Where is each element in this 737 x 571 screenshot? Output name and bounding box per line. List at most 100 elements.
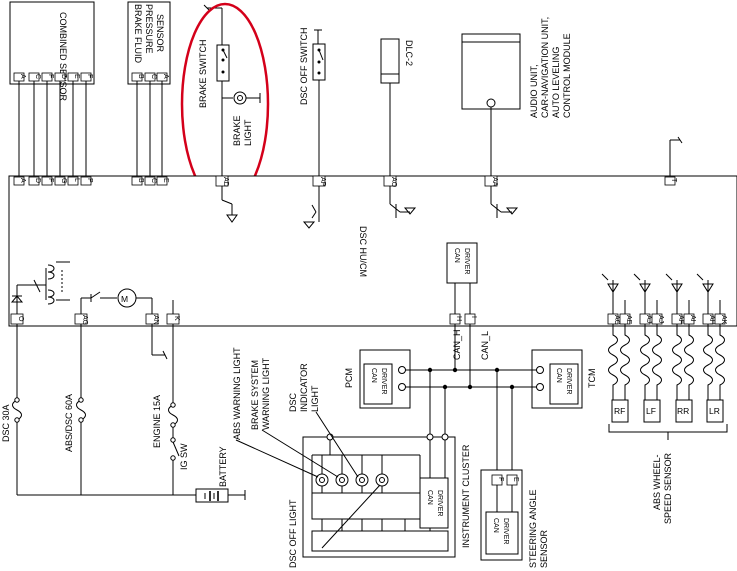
highlight-circle bbox=[180, 2, 270, 206]
steering-angle-label-2: SENSOR bbox=[539, 529, 549, 568]
tcm-can-label-2: DRIVER bbox=[565, 368, 572, 394]
pin-label: E bbox=[512, 477, 519, 482]
dsc-can-driver-label-1: CAN bbox=[453, 248, 460, 263]
fuse-abs-dsc: ABS/DSC 60A bbox=[64, 394, 86, 452]
audio-unit: AUDIO UNIT, CAR-NAVIGATION UNIT, AUTO LE… bbox=[461, 17, 572, 177]
lamp-leaders: ABS WARNING LIGHT BRAKE SYSTEM WARNING L… bbox=[232, 347, 381, 568]
pin-label: A bbox=[19, 178, 26, 183]
pin-label: F bbox=[497, 477, 504, 481]
audio-unit-label-4: CONTROL MODULE bbox=[562, 33, 572, 118]
pin-label: E bbox=[162, 178, 169, 183]
cluster-lamps bbox=[315, 455, 389, 493]
brake-switch: BRAKE SWITCH bbox=[198, 4, 230, 108]
pcm-can-label-1: CAN bbox=[370, 368, 377, 383]
dsc-can-driver: CAN DRIVER bbox=[446, 242, 478, 314]
battery: BATTERY bbox=[195, 446, 246, 503]
fuse-engine-label: ENGINE 15A bbox=[152, 395, 162, 448]
bfp-sensor-wires bbox=[136, 81, 163, 177]
tcm-label: TCM bbox=[587, 369, 597, 389]
pin-label: C bbox=[150, 74, 157, 79]
dsc-off-switch-label: DSC OFF SWITCH bbox=[299, 28, 309, 106]
pin-label: L bbox=[73, 178, 80, 182]
dsc-hucm: DSC HU/CM bbox=[8, 175, 737, 327]
brake-light: BRAKE LIGHT bbox=[221, 81, 261, 177]
abs-warning-label: ABS WARNING LIGHT bbox=[232, 347, 242, 440]
pin-label: AJ bbox=[657, 315, 664, 323]
ig-sw-label: IG SW bbox=[179, 443, 189, 470]
pin-label: K bbox=[173, 316, 180, 321]
abs-wheel-label-1: ABS WHEEL- bbox=[652, 454, 662, 510]
steer-can-label-1: CAN bbox=[492, 518, 499, 533]
pcm: CAN DRIVER PCM bbox=[344, 349, 411, 409]
fuse-dsc: DSC 30A bbox=[1, 397, 22, 442]
dlc2: DLC-2 bbox=[380, 38, 414, 177]
pin-label: F bbox=[47, 178, 54, 182]
brake-light-label-1: BRAKE bbox=[232, 115, 242, 146]
pin-label: H bbox=[455, 316, 462, 321]
wheel-lr-label: LR bbox=[709, 406, 720, 416]
dsc-internal-lower-left: M bbox=[10, 261, 174, 314]
tcm-can-label-1: CAN bbox=[555, 368, 562, 383]
combined-sensor: COMBINED SENSOR bbox=[9, 1, 95, 102]
pin-label: AA bbox=[491, 177, 498, 187]
pin-label: AG bbox=[81, 315, 88, 325]
battery-label: BATTERY bbox=[218, 446, 228, 487]
fuse-engine: ENGINE 15A bbox=[152, 395, 178, 448]
pin-label: AH bbox=[708, 315, 715, 325]
can-l-label: CAN_L bbox=[480, 331, 490, 360]
steer-can-label-2: DRIVER bbox=[502, 518, 509, 544]
brake-switch-label: BRAKE SWITCH bbox=[198, 39, 208, 108]
steering-angle-sensor: F E CAN DRIVER STEERING ANGLE SENSOR bbox=[480, 469, 549, 568]
tcm: CAN DRIVER TCM bbox=[531, 349, 597, 409]
cluster-can-label-1: CAN bbox=[426, 490, 433, 505]
pin-label: F bbox=[86, 74, 93, 78]
can-h-label: CAN_H bbox=[452, 329, 462, 360]
audio-unit-label-2: CAR-NAVIGATION UNIT, bbox=[540, 17, 550, 118]
t-pin-wire bbox=[669, 136, 683, 177]
pin-label: I bbox=[470, 316, 477, 318]
bfp-sensor-pins-top: B C A bbox=[131, 72, 169, 82]
audio-unit-label-3: AUTO LEVELING bbox=[551, 47, 561, 118]
dsc-indicator-label-3: LIGHT bbox=[310, 385, 320, 412]
brake-light-label-2: LIGHT bbox=[243, 119, 253, 146]
dsc-indicator-label-1: DSC bbox=[288, 392, 298, 412]
combined-sensor-wires bbox=[18, 81, 87, 177]
brake-fluid-pressure-label-1: BRAKE FLUID bbox=[133, 4, 143, 64]
pin-label: F bbox=[47, 74, 54, 78]
pin-label: D bbox=[34, 178, 41, 183]
pin-label: A bbox=[19, 74, 26, 79]
pin-label: C bbox=[150, 178, 157, 183]
steering-angle-label-1: STEERING ANGLE bbox=[528, 489, 538, 568]
pin-label: AE bbox=[625, 315, 632, 325]
brake-system-warning-label-1: BRAKE SYSTEM bbox=[250, 360, 260, 430]
instrument-cluster: CAN DRIVER INSTRUMENT CLUSTER bbox=[302, 433, 471, 558]
dsc-internal-wheel bbox=[601, 273, 721, 314]
wheel-sensor-wires bbox=[608, 324, 725, 400]
dsc-indicator-label-2: INDICATOR bbox=[299, 363, 309, 412]
dsc-off-switch: DSC OFF SWITCH bbox=[299, 28, 326, 177]
wheel-sensor-boxes: RF LF RR LR ABS WHEEL- SPEED SENSOR bbox=[608, 399, 728, 524]
wheel-lf-label: LF bbox=[646, 406, 656, 416]
cluster-can-label-2: DRIVER bbox=[436, 490, 443, 516]
brake-fluid-pressure-label-2: PRESSURE bbox=[144, 4, 154, 54]
motor-symbol: M bbox=[121, 294, 128, 304]
dsc-off-light-label: DSC OFF LIGHT bbox=[288, 499, 298, 568]
ig-switch: IG SW bbox=[170, 437, 189, 470]
wheel-rf-label: RF bbox=[614, 406, 625, 416]
pin-label: D bbox=[60, 74, 67, 79]
fuse-dsc-label: DSC 30A bbox=[1, 404, 11, 442]
pin-label: T bbox=[670, 178, 677, 183]
brake-fluid-pressure-label-3: SENSOR bbox=[155, 14, 165, 53]
pin-label: AK bbox=[720, 315, 727, 325]
dsc-internal-upper bbox=[221, 186, 519, 229]
pin-label: C bbox=[34, 74, 41, 79]
pin-label: AI bbox=[689, 315, 696, 322]
pin-label: A bbox=[162, 74, 169, 79]
pin-label: AD bbox=[222, 177, 229, 187]
dlc2-label: DLC-2 bbox=[404, 40, 414, 66]
pin-label: AJ bbox=[645, 315, 652, 323]
pcm-can-label-2: DRIVER bbox=[380, 368, 387, 394]
dsc-can-driver-label-2: DRIVER bbox=[463, 248, 470, 274]
pin-label: P bbox=[86, 178, 93, 183]
